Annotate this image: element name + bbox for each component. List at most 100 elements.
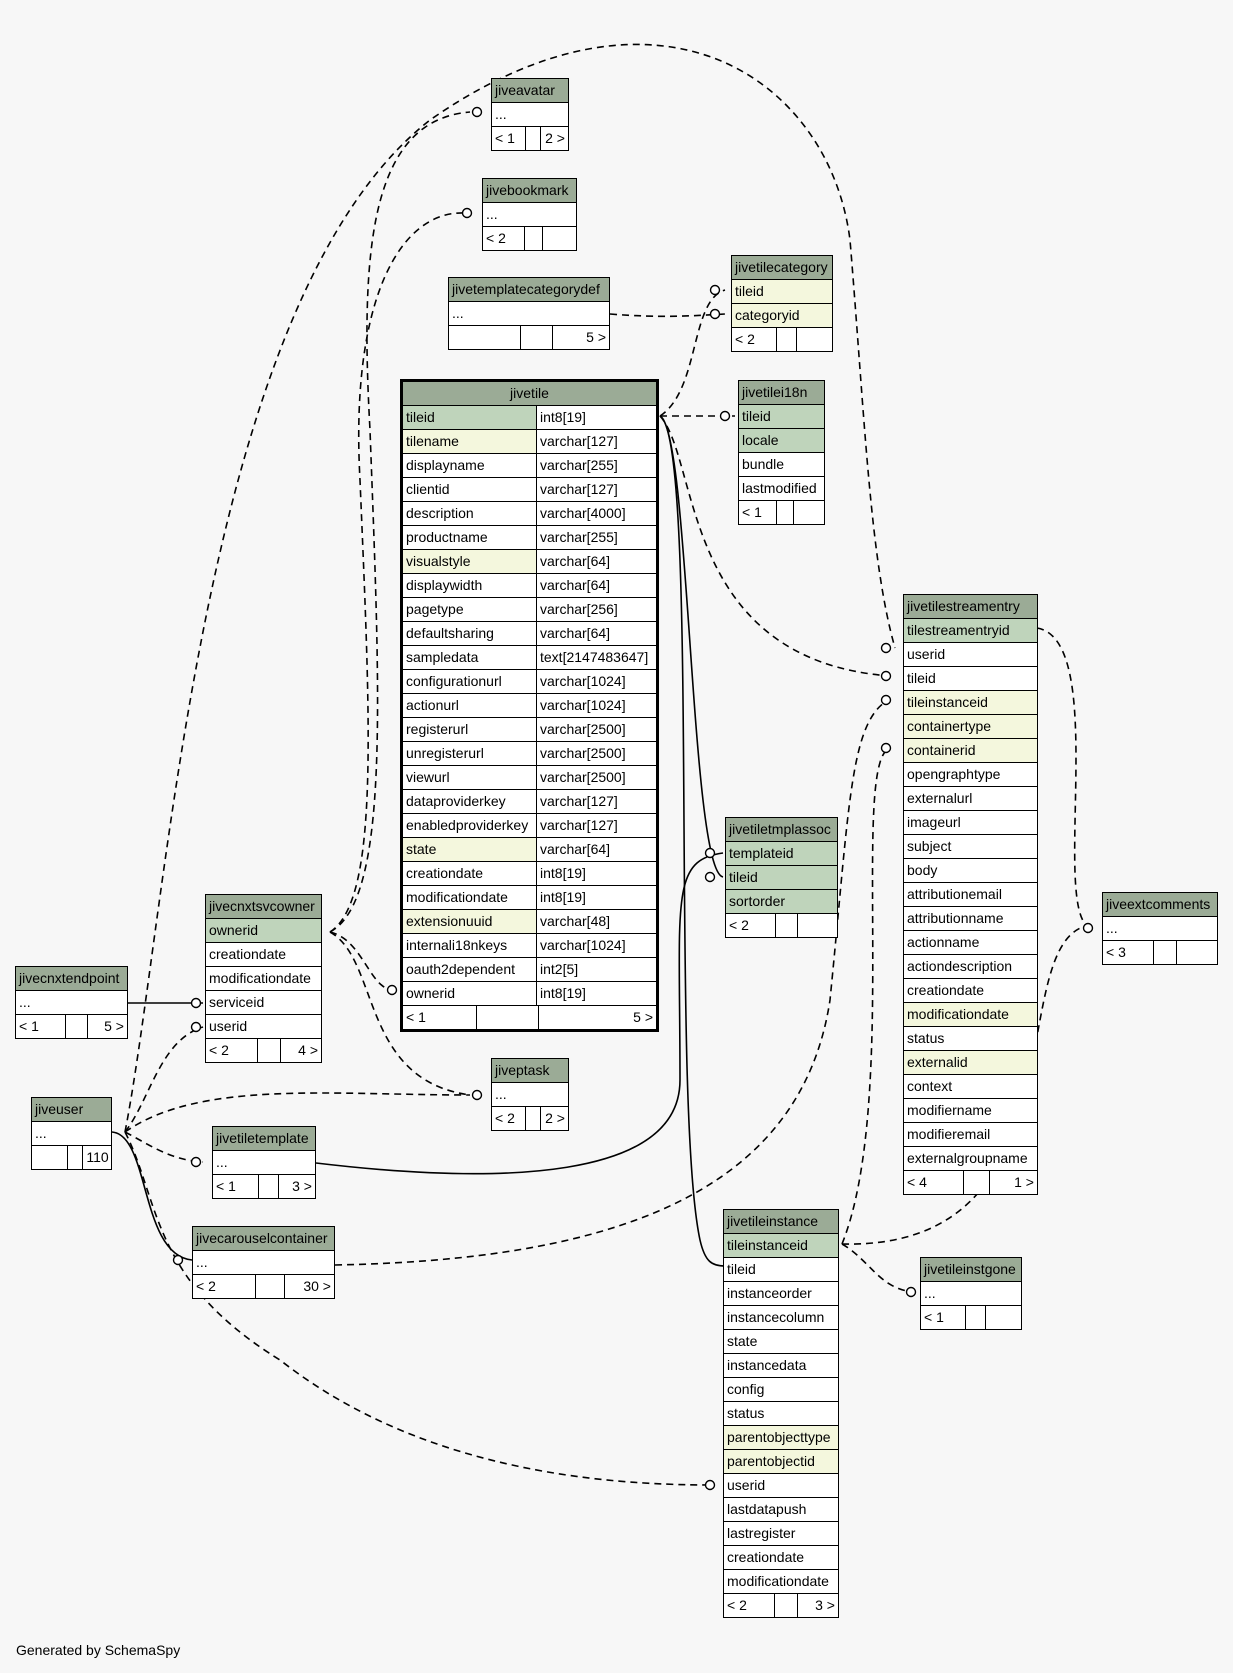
column-row[interactable]: sortorder [726, 890, 837, 914]
column-row[interactable]: status [724, 1402, 838, 1426]
column-row[interactable]: modifieremail [904, 1123, 1037, 1147]
table-jiveextcomments[interactable]: jiveextcomments...< 3 [1102, 892, 1218, 965]
column-row[interactable]: locale [739, 429, 824, 453]
column-row[interactable]: instancedata [724, 1354, 838, 1378]
column-row[interactable]: userid [724, 1474, 838, 1498]
table-jivetemplatecategorydef[interactable]: jivetemplatecategorydef...5 > [448, 277, 610, 350]
column-row[interactable]: imageurl [904, 811, 1037, 835]
column-row[interactable]: tileid [739, 405, 824, 429]
column-row[interactable]: tilestreamentryid [904, 619, 1037, 643]
column-row[interactable]: creationdate [904, 979, 1037, 1003]
column-row[interactable]: state [724, 1330, 838, 1354]
table-jiveuser[interactable]: jiveuser...110 > [31, 1097, 112, 1170]
column-row[interactable]: tileid [724, 1258, 838, 1282]
column-row[interactable]: actionname [904, 931, 1037, 955]
column-row[interactable]: tileinstanceid [904, 691, 1037, 715]
column-row[interactable]: containerid [904, 739, 1037, 763]
column-row[interactable]: parentobjectid [724, 1450, 838, 1474]
column-row[interactable]: modificationdate [206, 967, 321, 991]
column-row[interactable]: categoryid [732, 304, 832, 328]
column-row[interactable]: userid [904, 643, 1037, 667]
column-row[interactable]: serviceid [206, 991, 321, 1015]
column-row[interactable]: userid [206, 1015, 321, 1039]
column-row[interactable]: lastmodified [739, 477, 824, 501]
column-row[interactable]: ... [483, 203, 576, 227]
column-row[interactable]: attributionname [904, 907, 1037, 931]
column-row[interactable]: ... [449, 302, 609, 326]
column-row[interactable]: subject [904, 835, 1037, 859]
column-row[interactable]: ownerid [206, 919, 321, 943]
column-row[interactable]: ... [213, 1151, 315, 1175]
column-row[interactable]: ... [1103, 917, 1217, 941]
column-row[interactable]: opengraphtype [904, 763, 1037, 787]
column-row[interactable]: attributionemail [904, 883, 1037, 907]
column-row[interactable]: actiondescription [904, 955, 1037, 979]
column-row[interactable]: creationdate [724, 1546, 838, 1570]
column-row[interactable]: ... [193, 1251, 334, 1275]
column-row[interactable]: modificationdate [724, 1570, 838, 1594]
column-row[interactable]: ... [32, 1122, 111, 1146]
table-jivebookmark[interactable]: jivebookmark...< 2 [482, 178, 577, 251]
column-row[interactable]: externalid [904, 1051, 1037, 1075]
table-jivetileinstgone[interactable]: jivetileinstgone...< 1 [920, 1257, 1022, 1330]
column-row[interactable]: instancecolumn [724, 1306, 838, 1330]
column-row[interactable]: ... [921, 1282, 1021, 1306]
column-row[interactable]: containertype [904, 715, 1037, 739]
column-row[interactable]: instanceorder [724, 1282, 838, 1306]
column-row[interactable]: externalgroupname [904, 1147, 1037, 1171]
column-row[interactable]: config [724, 1378, 838, 1402]
column-row[interactable]: status [904, 1027, 1037, 1051]
column-row[interactable]: tileid [732, 280, 832, 304]
column-row[interactable]: ... [492, 1083, 568, 1107]
column-row[interactable]: ... [16, 991, 127, 1015]
column-row[interactable]: tileid [726, 866, 837, 890]
column-row[interactable]: creationdate [206, 943, 321, 967]
column-row[interactable]: ... [492, 103, 568, 127]
column-row[interactable]: lastregister [724, 1522, 838, 1546]
column-row[interactable]: bundle [739, 453, 824, 477]
column-row[interactable]: lastdatapush [724, 1498, 838, 1522]
column-row[interactable]: modificationdate [904, 1003, 1037, 1027]
column-row[interactable]: context [904, 1075, 1037, 1099]
column-row[interactable]: body [904, 859, 1037, 883]
column-row[interactable]: templateid [726, 842, 837, 866]
column-row[interactable]: modifiername [904, 1099, 1037, 1123]
